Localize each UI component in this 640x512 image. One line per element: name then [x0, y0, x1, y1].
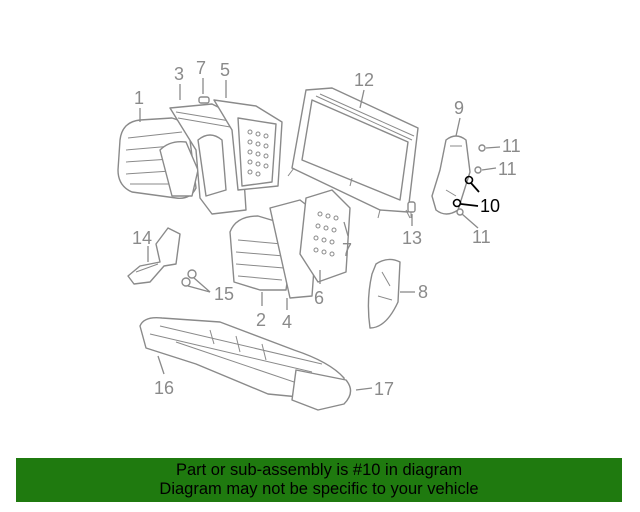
callout-1: 1 [134, 88, 144, 108]
part-1-seat-back-cushion [117, 117, 199, 199]
leader-11-bottom [461, 213, 479, 229]
callout-10: 10 [480, 196, 500, 216]
leader-9 [455, 117, 461, 137]
callout-12: 12 [354, 70, 374, 90]
leader-16 [157, 355, 165, 375]
leader-lines [139, 78, 501, 391]
leader-10-upper [470, 182, 480, 193]
callout-13: 13 [402, 228, 422, 248]
panel-holes-upper [247, 129, 269, 177]
leader-15b [187, 285, 211, 293]
clip-7-upper [198, 96, 210, 104]
leader-12 [359, 89, 365, 109]
callout-9: 9 [454, 98, 464, 118]
leader-15a [193, 277, 211, 293]
callout-11-top: 11 [502, 136, 521, 156]
parts-diagram: 1 2 3 4 5 6 7 7 8 9 10 11 11 11 12 13 14… [117, 58, 521, 411]
part-14-hinge-cover [127, 227, 181, 285]
panel-holes-lower [313, 211, 339, 257]
callout-2: 2 [256, 310, 266, 330]
part-17-cushion-frame [291, 369, 352, 411]
callout-labels: 1 2 3 4 5 6 7 7 8 9 10 11 11 11 12 13 14… [132, 58, 521, 399]
callout-7-lower: 7 [342, 240, 352, 260]
callout-5: 5 [220, 60, 230, 80]
part-9-side-bolster [431, 135, 471, 215]
leader-7-lower [343, 221, 349, 237]
leader-17 [355, 387, 373, 391]
callout-11-bottom: 11 [472, 227, 491, 247]
part-6-seat-back-panel [299, 189, 351, 283]
callout-17: 17 [374, 379, 394, 399]
leader-11-mid [481, 167, 497, 171]
callout-8: 8 [418, 282, 428, 302]
part-12-seat-back-frame [287, 87, 419, 219]
leader-10-lower [460, 203, 479, 207]
part-8-side-panel [367, 258, 401, 329]
callout-11-mid: 11 [498, 159, 517, 179]
callout-16: 16 [154, 378, 174, 398]
disclaimer-banner: Part or sub-assembly is #10 in diagram D… [16, 458, 622, 502]
callout-4: 4 [282, 312, 292, 332]
part-10-clip [452, 175, 474, 208]
banner-line-disclaimer: Diagram may not be specific to your vehi… [159, 480, 479, 498]
part-3-seat-back-frame [169, 96, 247, 215]
part-15-screws [181, 269, 197, 287]
part-5-seat-back-panel [213, 99, 283, 191]
part-11-fasteners [456, 144, 486, 216]
callout-3: 3 [174, 64, 184, 84]
callout-14: 14 [132, 228, 152, 248]
part-13-clip [407, 201, 416, 218]
callout-15: 15 [214, 284, 234, 304]
leader-11-top [485, 146, 501, 149]
callout-6: 6 [314, 288, 324, 308]
callout-7-upper: 7 [196, 58, 206, 78]
banner-line-part-note: Part or sub-assembly is #10 in diagram [175, 461, 463, 479]
